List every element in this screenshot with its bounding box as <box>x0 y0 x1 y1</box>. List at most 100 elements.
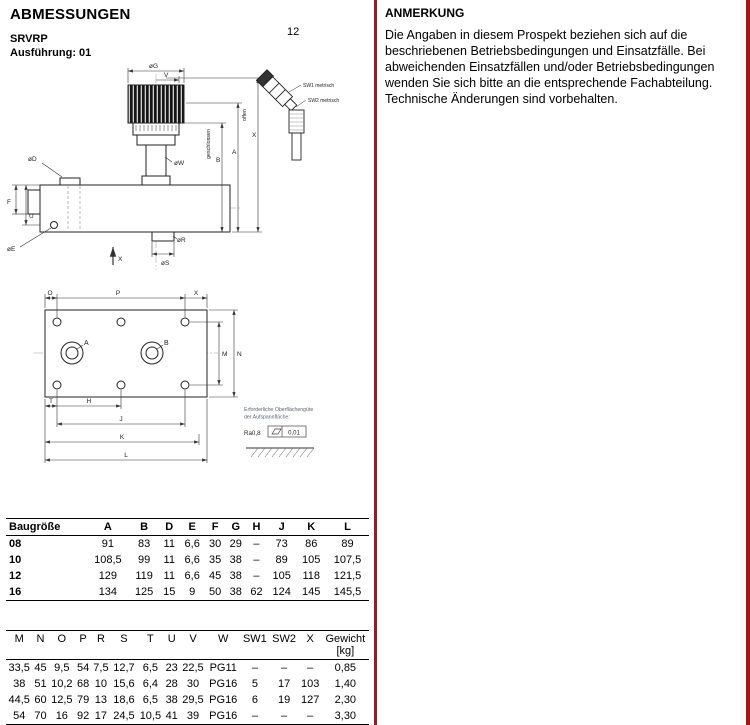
column-header: T <box>137 630 164 660</box>
table-cell: 29,5 <box>182 694 204 706</box>
model-name: SRVRP <box>10 33 48 45</box>
mounting-plate-view <box>44 309 208 398</box>
table-cell: 54 <box>13 710 26 722</box>
table-cell: 6,5 <box>142 662 159 674</box>
table-cell: 12 <box>9 570 22 582</box>
table-cell: 68 <box>76 678 90 690</box>
page-title: ABMESSUNGEN <box>10 6 131 23</box>
dim-label-ow: øW <box>174 160 185 167</box>
surface-note-line2: der Aufspannfläche: <box>244 415 290 421</box>
column-header: F <box>204 518 226 536</box>
adjustment-knob <box>127 84 185 124</box>
flow-direction-label: X <box>118 256 123 263</box>
table-cell: 33,5 <box>8 662 30 674</box>
dim-label-geschlossen: geschlossen <box>206 129 212 159</box>
table-cell: 44,5 <box>8 694 30 706</box>
table-cell: 1,40 <box>334 678 357 690</box>
table-cell: 6,6 <box>184 554 200 566</box>
dim-label-od: øD <box>28 156 37 163</box>
table-cell: 5 <box>251 678 258 690</box>
dim-label-o: O <box>47 290 52 297</box>
column-header: P <box>75 630 92 660</box>
table-cell: 41 <box>165 710 178 722</box>
table-cell: 38 <box>165 694 178 706</box>
hidden-port-lines <box>67 186 81 231</box>
table-cell: – <box>251 662 258 674</box>
model-version: Ausführung: 01 <box>10 47 92 59</box>
dim-label-l: L <box>124 452 128 459</box>
table-cell: 10 <box>94 678 108 690</box>
table-cell: 9,5 <box>54 662 70 674</box>
table-cell: 118 <box>302 570 320 582</box>
anmerkung-body: Die Angaben in diesem Prospekt beziehen … <box>385 28 715 106</box>
table-cell: 145,5 <box>333 586 362 598</box>
table-cell: 6,5 <box>142 694 159 706</box>
dim-label-x2: X <box>194 290 199 297</box>
table-cell: 39 <box>186 710 200 722</box>
table-cell: 6 <box>251 694 258 706</box>
table-cell: 99 <box>137 554 151 566</box>
column-header: E <box>179 518 205 536</box>
table-cell: 38 <box>229 554 242 566</box>
table-cell: 13 <box>94 694 108 706</box>
table-cell: 12,5 <box>51 694 73 706</box>
table-cell: 79 <box>76 694 90 706</box>
port-label-a: A <box>84 340 89 347</box>
table-cell: 45 <box>34 662 47 674</box>
column-header: J <box>266 518 297 536</box>
column-header: A <box>86 518 130 536</box>
dim-label-p: P <box>116 290 120 297</box>
dim-label-j: J <box>119 416 122 423</box>
dim-label-k: K <box>120 434 125 441</box>
dim-label-v: V <box>164 72 169 79</box>
column-header: U <box>163 630 180 660</box>
surface-finish-note <box>246 425 315 458</box>
table-cell: 17 <box>94 710 108 722</box>
table-cell: 30 <box>186 678 200 690</box>
table-cell: 83 <box>137 538 151 550</box>
table-cell: – <box>251 710 258 722</box>
table-cell: 11 <box>163 554 175 566</box>
table-cell: 145 <box>302 586 321 598</box>
table-cell: – <box>253 554 260 566</box>
table-cell: 38 <box>229 586 242 598</box>
table-cell: 29 <box>229 538 242 550</box>
anmerkung-title: ANMERKUNG <box>385 6 465 20</box>
table-cell: 129 <box>98 570 118 582</box>
table-cell: 105 <box>302 554 321 566</box>
fitting-label-sw1: SW1 metrisch <box>303 83 334 89</box>
column-header: N <box>32 630 49 660</box>
fitting-leaders <box>288 84 307 108</box>
table-cell: 12,7 <box>113 662 135 674</box>
table-cell: – <box>307 710 314 722</box>
dim-label-a: A <box>232 149 237 156</box>
table-cell: 18,6 <box>113 694 135 706</box>
column-header: SW2 <box>269 630 299 660</box>
scale-ring-ticks <box>135 125 177 131</box>
dim-label-oe: øE <box>7 246 16 253</box>
dim-label-x: X <box>252 132 257 139</box>
table-cell: 15,6 <box>113 678 135 690</box>
table-cell: 19 <box>277 694 291 706</box>
plan-dimension-lines <box>44 294 238 463</box>
table-cell: 89 <box>275 554 288 566</box>
table-cell: – <box>307 662 314 674</box>
table-cell: 6,6 <box>184 570 200 582</box>
table-cell: 10,5 <box>139 710 162 722</box>
dim-label-t: T <box>49 398 53 405</box>
front-dimension-lines <box>12 68 262 265</box>
hatching <box>250 447 315 458</box>
table-cell: 16 <box>9 586 22 598</box>
table-cell: 3,30 <box>334 710 357 722</box>
table-cell: 0,85 <box>334 662 357 674</box>
port-a-hole <box>60 341 84 365</box>
table-cell: 22,5 <box>182 662 204 674</box>
table-cell: 24,5 <box>113 710 135 722</box>
column-header: D <box>158 518 180 536</box>
table-cell: 92 <box>76 710 90 722</box>
